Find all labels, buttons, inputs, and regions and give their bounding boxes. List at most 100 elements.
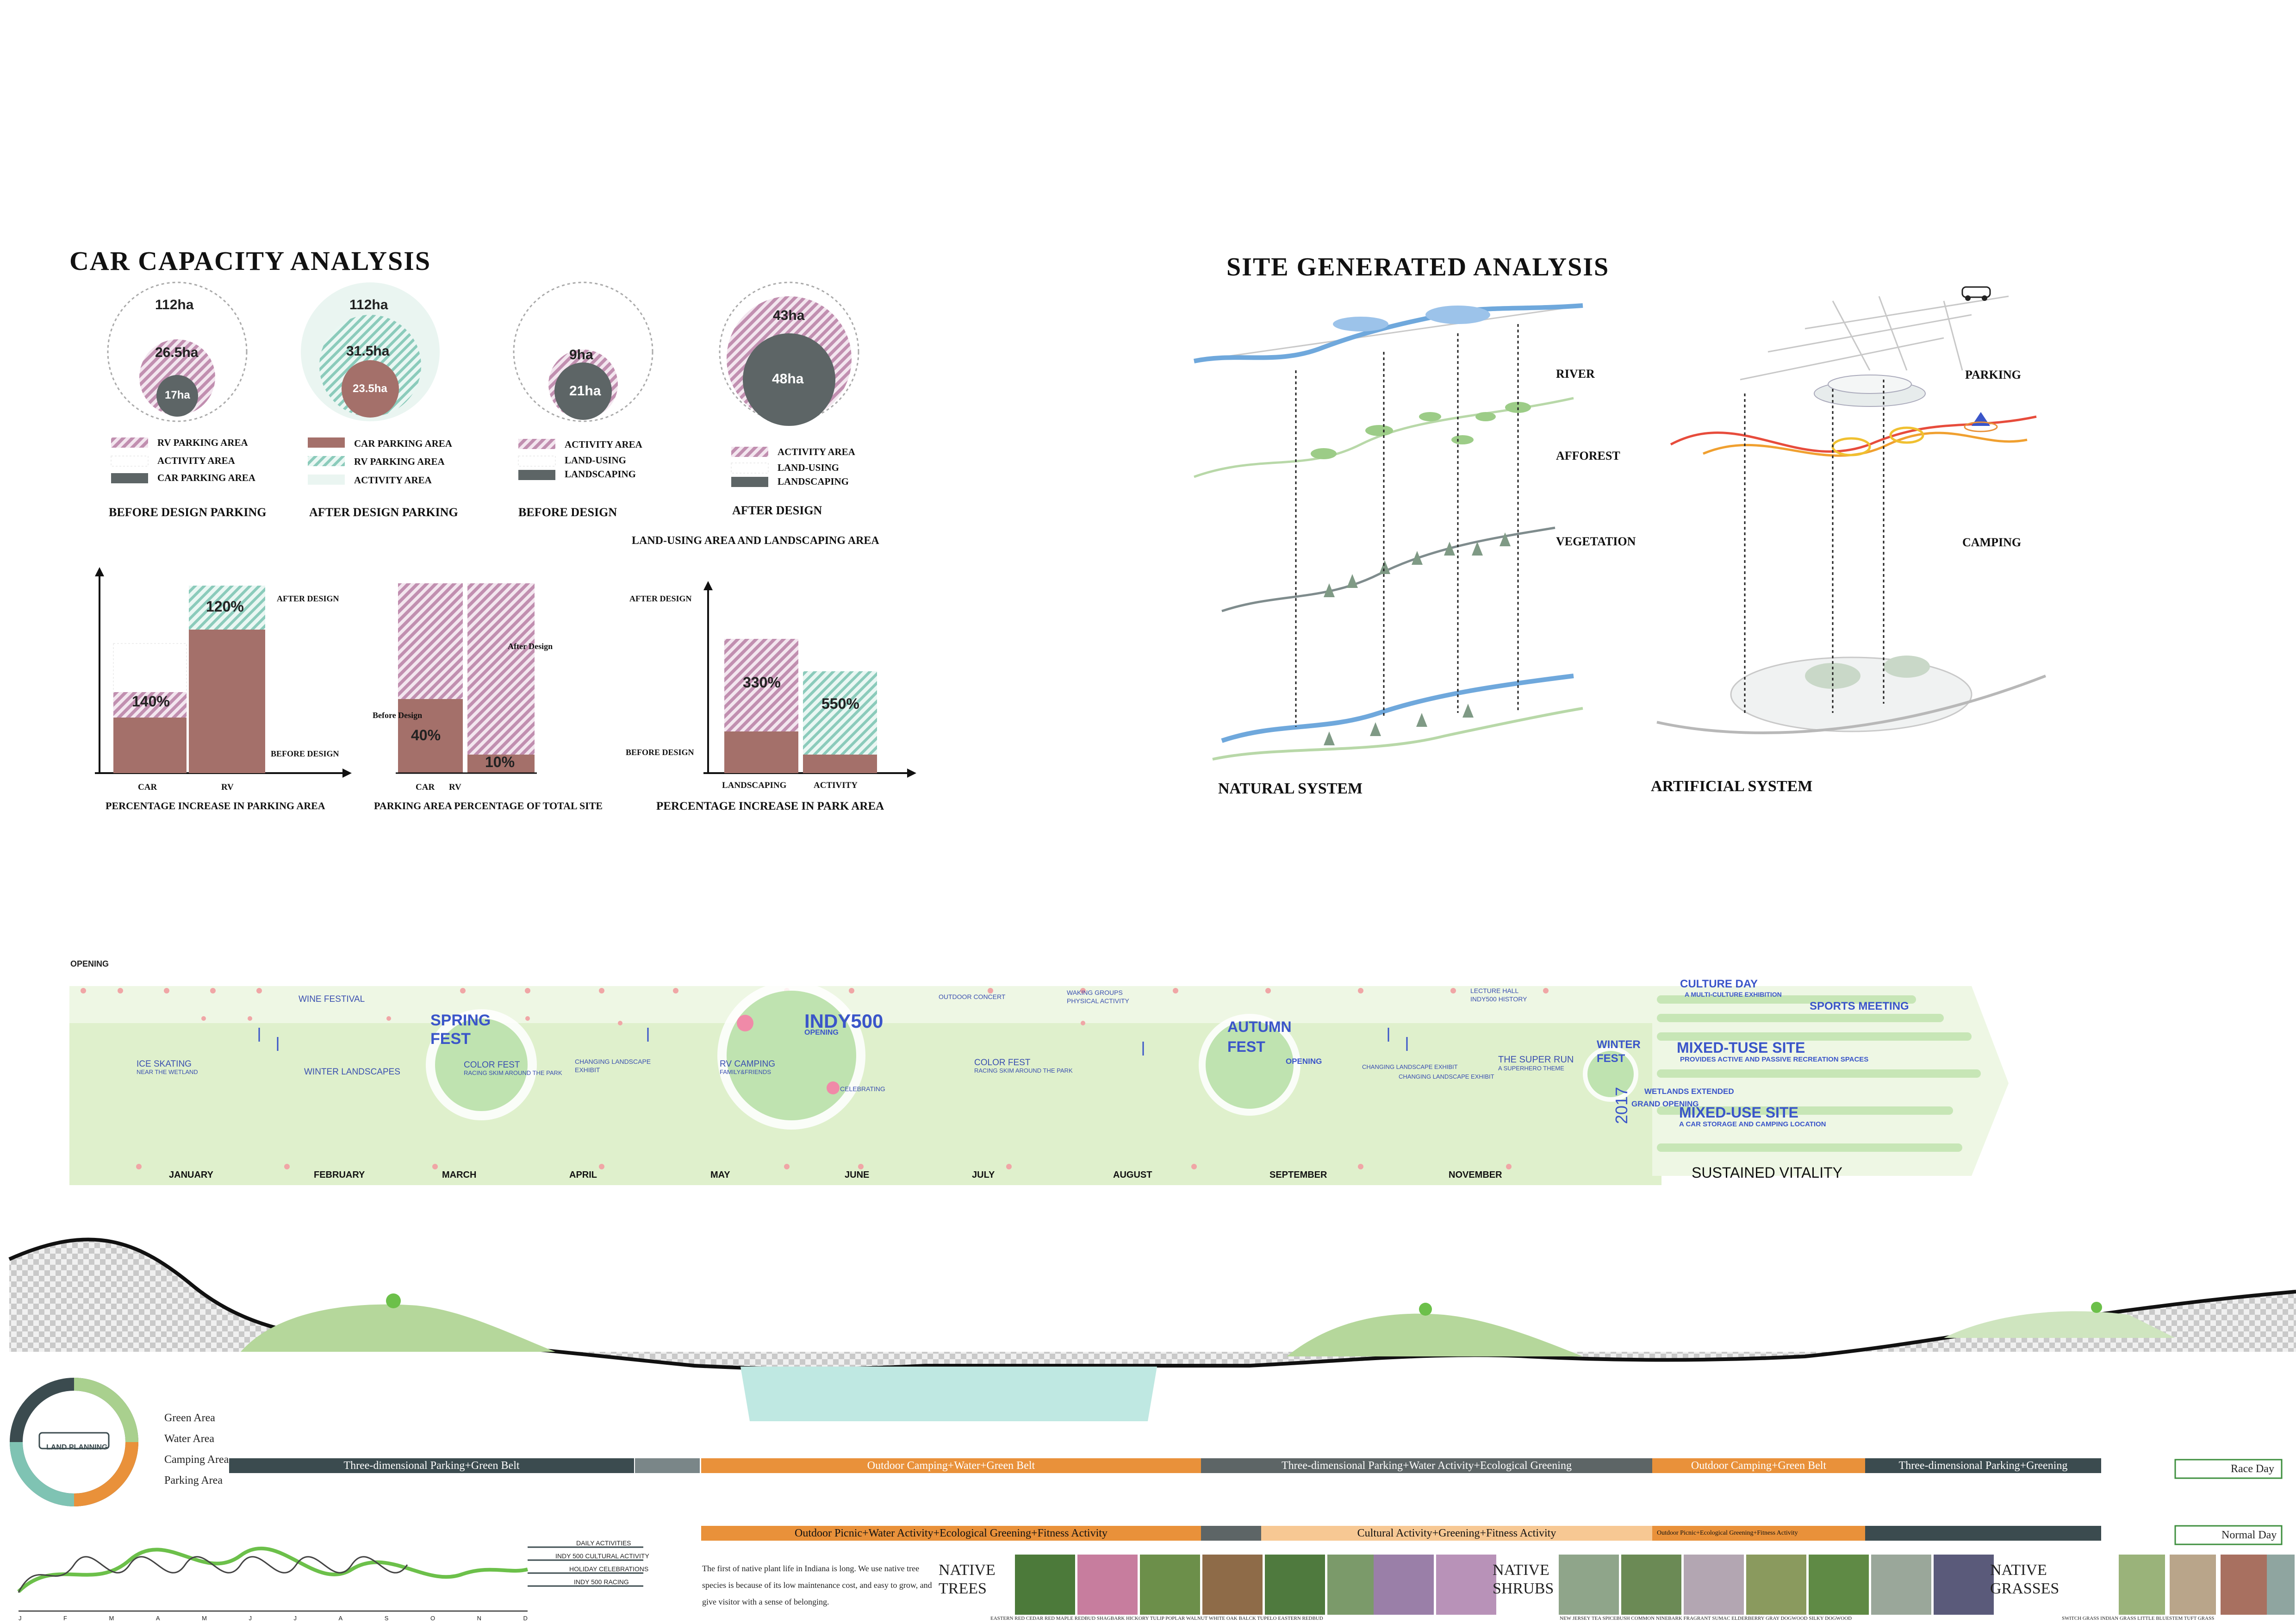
- month-march: MARCH: [442, 1170, 477, 1180]
- evt-autumn-opening: OPENING: [1286, 1057, 1322, 1066]
- layer-afforest: AFFOREST: [1556, 449, 1620, 462]
- evt-winter-landscapes: WINTER LANDSCAPES: [304, 1067, 400, 1077]
- evt-indy-sub: OPENING: [804, 1029, 839, 1037]
- sustained-vitality: SUSTAINED VITALITY: [1692, 1164, 1842, 1181]
- year-label: 2017: [1612, 1087, 1631, 1124]
- activity-daily: DAILY ACTIVITIES: [576, 1539, 631, 1547]
- legend2-c: ACTIVITY AREA: [354, 475, 432, 486]
- chart-park-increase: [703, 581, 916, 778]
- chart-parking-percentage: [396, 583, 537, 774]
- legend4-c: LANDSCAPING: [778, 476, 849, 487]
- label-10: 10%: [485, 754, 515, 770]
- chart2-title: PARKING AREA PERCENTAGE OF TOTAL SITE: [374, 800, 603, 812]
- annot-after-design-1: AFTER DESIGN: [277, 594, 339, 603]
- evt-winter-fest: FEST: [1597, 1052, 1625, 1065]
- evt-lecture: LECTURE HALL: [1470, 987, 1519, 994]
- circle-after-design: [719, 281, 859, 426]
- land-using-title: LAND-USING AREA AND LANDSCAPING AREA: [632, 535, 879, 547]
- activity-holiday: HOLIDAY CELEBRATIONS: [569, 1565, 649, 1573]
- car-capacity-graphics: [95, 281, 916, 778]
- legend1-a: RV PARKING AREA: [157, 437, 248, 448]
- legend-camping-area: Camping Area: [164, 1454, 229, 1466]
- legend2-a: CAR PARKING AREA: [354, 438, 452, 449]
- normal-bar-2: Cultural Activity+Greening+Fitness Activ…: [1357, 1527, 1556, 1539]
- m-j2: J: [249, 1615, 252, 1622]
- race-bar-2: Outdoor Camping+Water+Green Belt: [867, 1459, 1035, 1472]
- car-capacity-title: CAR CAPACITY ANALYSIS: [69, 246, 431, 276]
- legend2-b: RV PARKING AREA: [354, 456, 445, 467]
- annot-after-design-3: AFTER DESIGN: [629, 594, 692, 603]
- circle2-outer: 112ha: [349, 297, 388, 312]
- chart3-title: PERCENTAGE INCREASE IN PARK AREA: [656, 800, 884, 812]
- evt-superrun-sub: A SUPERHERO THEME: [1498, 1065, 1564, 1072]
- race-bar-3: Three-dimensional Parking+Water Activity…: [1282, 1459, 1572, 1472]
- legend-green-area: Green Area: [164, 1412, 215, 1424]
- normal-bar-3: Outdoor Picnic+Ecological Greening+Fitne…: [1657, 1530, 1798, 1537]
- circle-before-design: [513, 281, 653, 422]
- chart-parking-increase: [95, 567, 352, 778]
- race-day-label: Race Day: [2231, 1463, 2274, 1475]
- native-trees-title: NATIVE TREES: [939, 1562, 996, 1597]
- m-m: M: [109, 1615, 114, 1622]
- m-n: N: [477, 1615, 481, 1622]
- circle4-inner: 48ha: [772, 371, 804, 387]
- native-text: The first of native plant life in Indian…: [702, 1564, 932, 1606]
- month-april: APRIL: [569, 1170, 597, 1180]
- activity-indy-cultural: INDY 500 CULTURAL ACTIVITY: [555, 1552, 649, 1560]
- shrub-names: NEW JERSEY TEA SPICEBUSH COMMON NINEBARK…: [1560, 1616, 1852, 1621]
- evt-color-sub: RACING SKIM AROUND THE PARK: [464, 1069, 562, 1076]
- site-diagram: [1194, 286, 2047, 761]
- circle1-outer: 112ha: [155, 297, 194, 312]
- normal-bar-1: Outdoor Picnic+Water Activity+Ecological…: [795, 1527, 1108, 1539]
- evt-ice: ICE SKATING: [137, 1059, 192, 1069]
- annot-before-design-1: BEFORE DESIGN: [271, 749, 339, 758]
- artificial-system-label: ARTIFICIAL SYSTEM: [1651, 778, 1813, 795]
- native-shrubs-title: NATIVE SHRUBS: [1493, 1562, 1554, 1597]
- m-s: S: [384, 1615, 389, 1622]
- site-title: SITE GENERATED ANALYSIS: [1226, 253, 1610, 281]
- circle3-inner: 21ha: [569, 383, 601, 399]
- m-o: O: [430, 1615, 436, 1622]
- circle-after-design-parking: [301, 282, 440, 421]
- tree-names: EASTERN RED CEDAR RED MAPLE REDBUD SHAGB…: [990, 1616, 1323, 1621]
- evt-autumn: AUTUMN: [1227, 1018, 1292, 1035]
- future-mixed1-sub: PROVIDES ACTIVE AND PASSIVE RECREATION S…: [1680, 1056, 1869, 1063]
- race-bar-1: Three-dimensional Parking+Green Belt: [343, 1459, 520, 1472]
- legend-swatches: [111, 437, 769, 487]
- month-january: JANUARY: [169, 1170, 213, 1180]
- m-d: D: [523, 1615, 528, 1622]
- month-august: AUGUST: [1113, 1170, 1152, 1180]
- m-a: A: [156, 1615, 160, 1622]
- activity-racing: INDY 500 RACING: [574, 1578, 629, 1586]
- evt-ice-sub: NEAR THE WETLAND: [137, 1068, 198, 1075]
- caption-after-design-parking: AFTER DESIGN PARKING: [309, 506, 458, 519]
- grass-names: SWITCH GRASS INDIAN GRASS LITTLE BLUESTE…: [2062, 1616, 2215, 1621]
- cat-rv-1: RV: [221, 782, 234, 792]
- evt-spring-fest: FEST: [430, 1030, 471, 1048]
- car-icon: [1961, 286, 1991, 301]
- future-wetlands: WETLANDS EXTENDED: [1644, 1087, 1734, 1096]
- layer-vegetation: VEGETATION: [1556, 535, 1636, 548]
- layer-camping: CAMPING: [1962, 536, 2022, 549]
- evt-superrun: THE SUPER RUN: [1498, 1055, 1574, 1065]
- m-f: F: [63, 1615, 67, 1622]
- future-mixed1: MIXED-TUSE SITE: [1677, 1039, 1805, 1056]
- evt-rv: RV CAMPING: [720, 1059, 776, 1069]
- layer-river: RIVER: [1556, 367, 1595, 381]
- evt-outdoor-concert: OUTDOOR CONCERT: [939, 993, 1006, 1000]
- annot-after-design-2: After Design: [508, 642, 553, 651]
- cat-car-2: CAR: [416, 782, 435, 792]
- month-may: MAY: [710, 1170, 730, 1180]
- annot-before-design-3: BEFORE DESIGN: [626, 748, 694, 757]
- opening-label: OPENING: [70, 959, 109, 968]
- annot-before-design-2: Before Design: [373, 711, 423, 720]
- legend3-b: LAND-USING: [565, 455, 627, 466]
- m-a2: A: [338, 1615, 343, 1622]
- month-letters: J F M A M J J A S O N D: [19, 1615, 528, 1622]
- evt-winter: WINTER: [1597, 1038, 1641, 1051]
- evt-exhibit: EXHIBIT: [575, 1066, 600, 1074]
- cat-car-1: CAR: [138, 782, 157, 792]
- circle2-middle: 31.5ha: [346, 344, 390, 359]
- legend1-c: CAR PARKING AREA: [157, 472, 255, 483]
- m-m2: M: [202, 1615, 207, 1622]
